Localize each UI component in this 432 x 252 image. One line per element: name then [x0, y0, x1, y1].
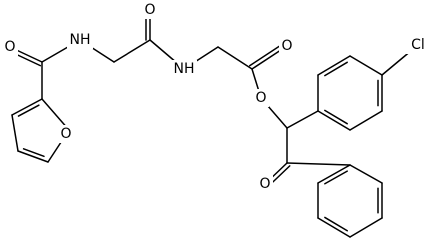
- atom-o-ester: O: [253, 89, 269, 107]
- bond-chlorophenyl-ring: [349, 110, 383, 131]
- bond-ketone-phenyl: [286, 162, 351, 166]
- atom-o-ketone: O: [257, 175, 273, 193]
- atom-label: O: [255, 90, 266, 106]
- bond-furan-ring: [11, 98, 43, 116]
- bond-ch2-c-mid: [113, 39, 151, 63]
- bond-phenyl-ring: [317, 217, 351, 238]
- atom-o-carbonyl-left: O: [2, 38, 18, 56]
- bond-phenyl-ring: [349, 164, 383, 184]
- atom-o-furan: O: [58, 125, 74, 143]
- atom-label: O: [281, 38, 292, 54]
- bond-chlorophenyl-ring: [349, 55, 383, 76]
- atom-nh-mid: NH: [171, 60, 197, 78]
- bond-furan-ring: [41, 98, 70, 131]
- bond-chlorophenyl-inner: [324, 61, 348, 77]
- bond-furan-ring: [11, 114, 19, 152]
- bond-chlorophenyl-ring: [317, 55, 351, 76]
- bond-chlorophenyl-ring: [317, 110, 351, 131]
- atom-label: O: [259, 176, 270, 192]
- bond-chlorophenyl-inner: [324, 109, 348, 125]
- bond-phenyl-inner: [324, 216, 349, 232]
- atom-label: O: [60, 126, 71, 142]
- bond-furan-inner: [17, 104, 40, 117]
- bond-phenyl-ring: [317, 164, 351, 184]
- atom-label-layer: O NH O NH O O: [2, 1, 431, 193]
- bond-phenyl-ring: [349, 217, 383, 238]
- atom-nh-left: NH: [67, 31, 93, 49]
- atom-o-carbonyl-mid: O: [142, 1, 158, 19]
- atom-label: O: [144, 2, 155, 18]
- bond-phenyl-inner: [324, 170, 348, 185]
- atom-label: NH: [174, 61, 195, 77]
- atom-o-carbonyl-right: O: [279, 37, 295, 55]
- atom-label: NH: [70, 32, 91, 48]
- atom-cl: Cl: [405, 36, 431, 54]
- bond-ch2-c-right: [217, 46, 253, 70]
- bond-carbonyl-right-second-line: [249, 41, 286, 67]
- bond-furan-inner: [22, 148, 45, 158]
- bond-furan-ring: [17, 150, 49, 163]
- atom-label: Cl: [411, 37, 425, 53]
- bond-ch-aryl: [286, 110, 319, 129]
- atom-label: O: [4, 39, 15, 55]
